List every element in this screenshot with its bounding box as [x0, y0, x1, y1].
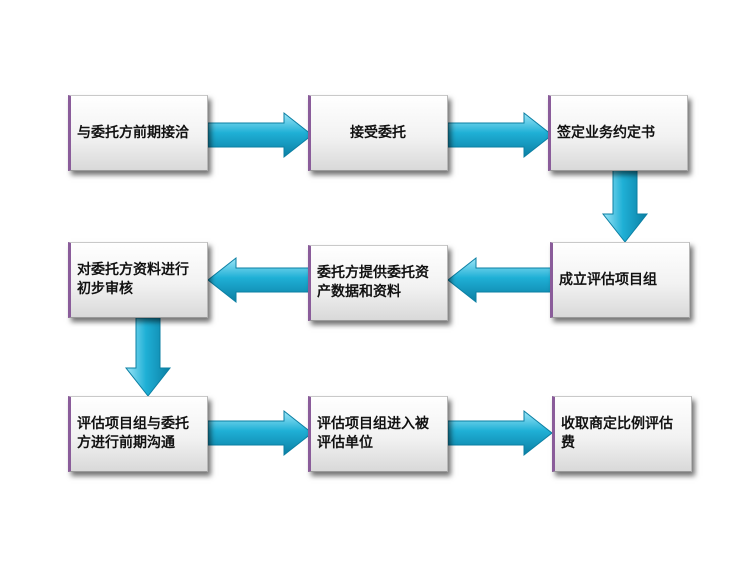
step-box-client-provides-data: 委托方提供委托资产数据和资料 — [308, 245, 448, 321]
arrow-left-icon — [207, 256, 313, 304]
step-box-team-communication: 评估项目组与委托方进行前期沟通 — [68, 396, 208, 472]
step-box-preliminary-review: 对委托方资料进行初步审核 — [68, 242, 208, 318]
step-label: 与委托方前期接洽 — [77, 124, 189, 141]
step-box-sign-agreement: 签定业务约定书 — [548, 95, 688, 171]
step-box-initial-contact: 与委托方前期接洽 — [68, 95, 208, 171]
step-label: 委托方提供委托资产数据和资料 — [317, 265, 429, 300]
step-box-collect-fee: 收取商定比例评估费 — [552, 396, 692, 472]
step-label: 接受委托 — [350, 124, 406, 141]
arrow-down-icon — [601, 169, 649, 243]
step-label: 评估项目组进入被评估单位 — [317, 416, 429, 451]
step-box-accept-commission: 接受委托 — [308, 95, 448, 171]
arrow-right-icon — [447, 111, 553, 159]
arrow-down-icon — [124, 317, 172, 397]
arrow-left-icon — [447, 256, 553, 304]
step-label: 评估项目组与委托方进行前期沟通 — [77, 416, 189, 451]
step-label: 成立评估项目组 — [559, 271, 657, 288]
step-label: 签定业务约定书 — [557, 124, 655, 141]
step-label: 收取商定比例评估费 — [561, 416, 673, 451]
step-label: 对委托方资料进行初步审核 — [77, 262, 189, 297]
arrow-right-icon — [207, 111, 313, 159]
step-box-form-team: 成立评估项目组 — [550, 242, 690, 318]
arrow-right-icon — [207, 409, 313, 457]
step-box-enter-unit: 评估项目组进入被评估单位 — [308, 396, 448, 472]
arrow-right-icon — [447, 409, 553, 457]
